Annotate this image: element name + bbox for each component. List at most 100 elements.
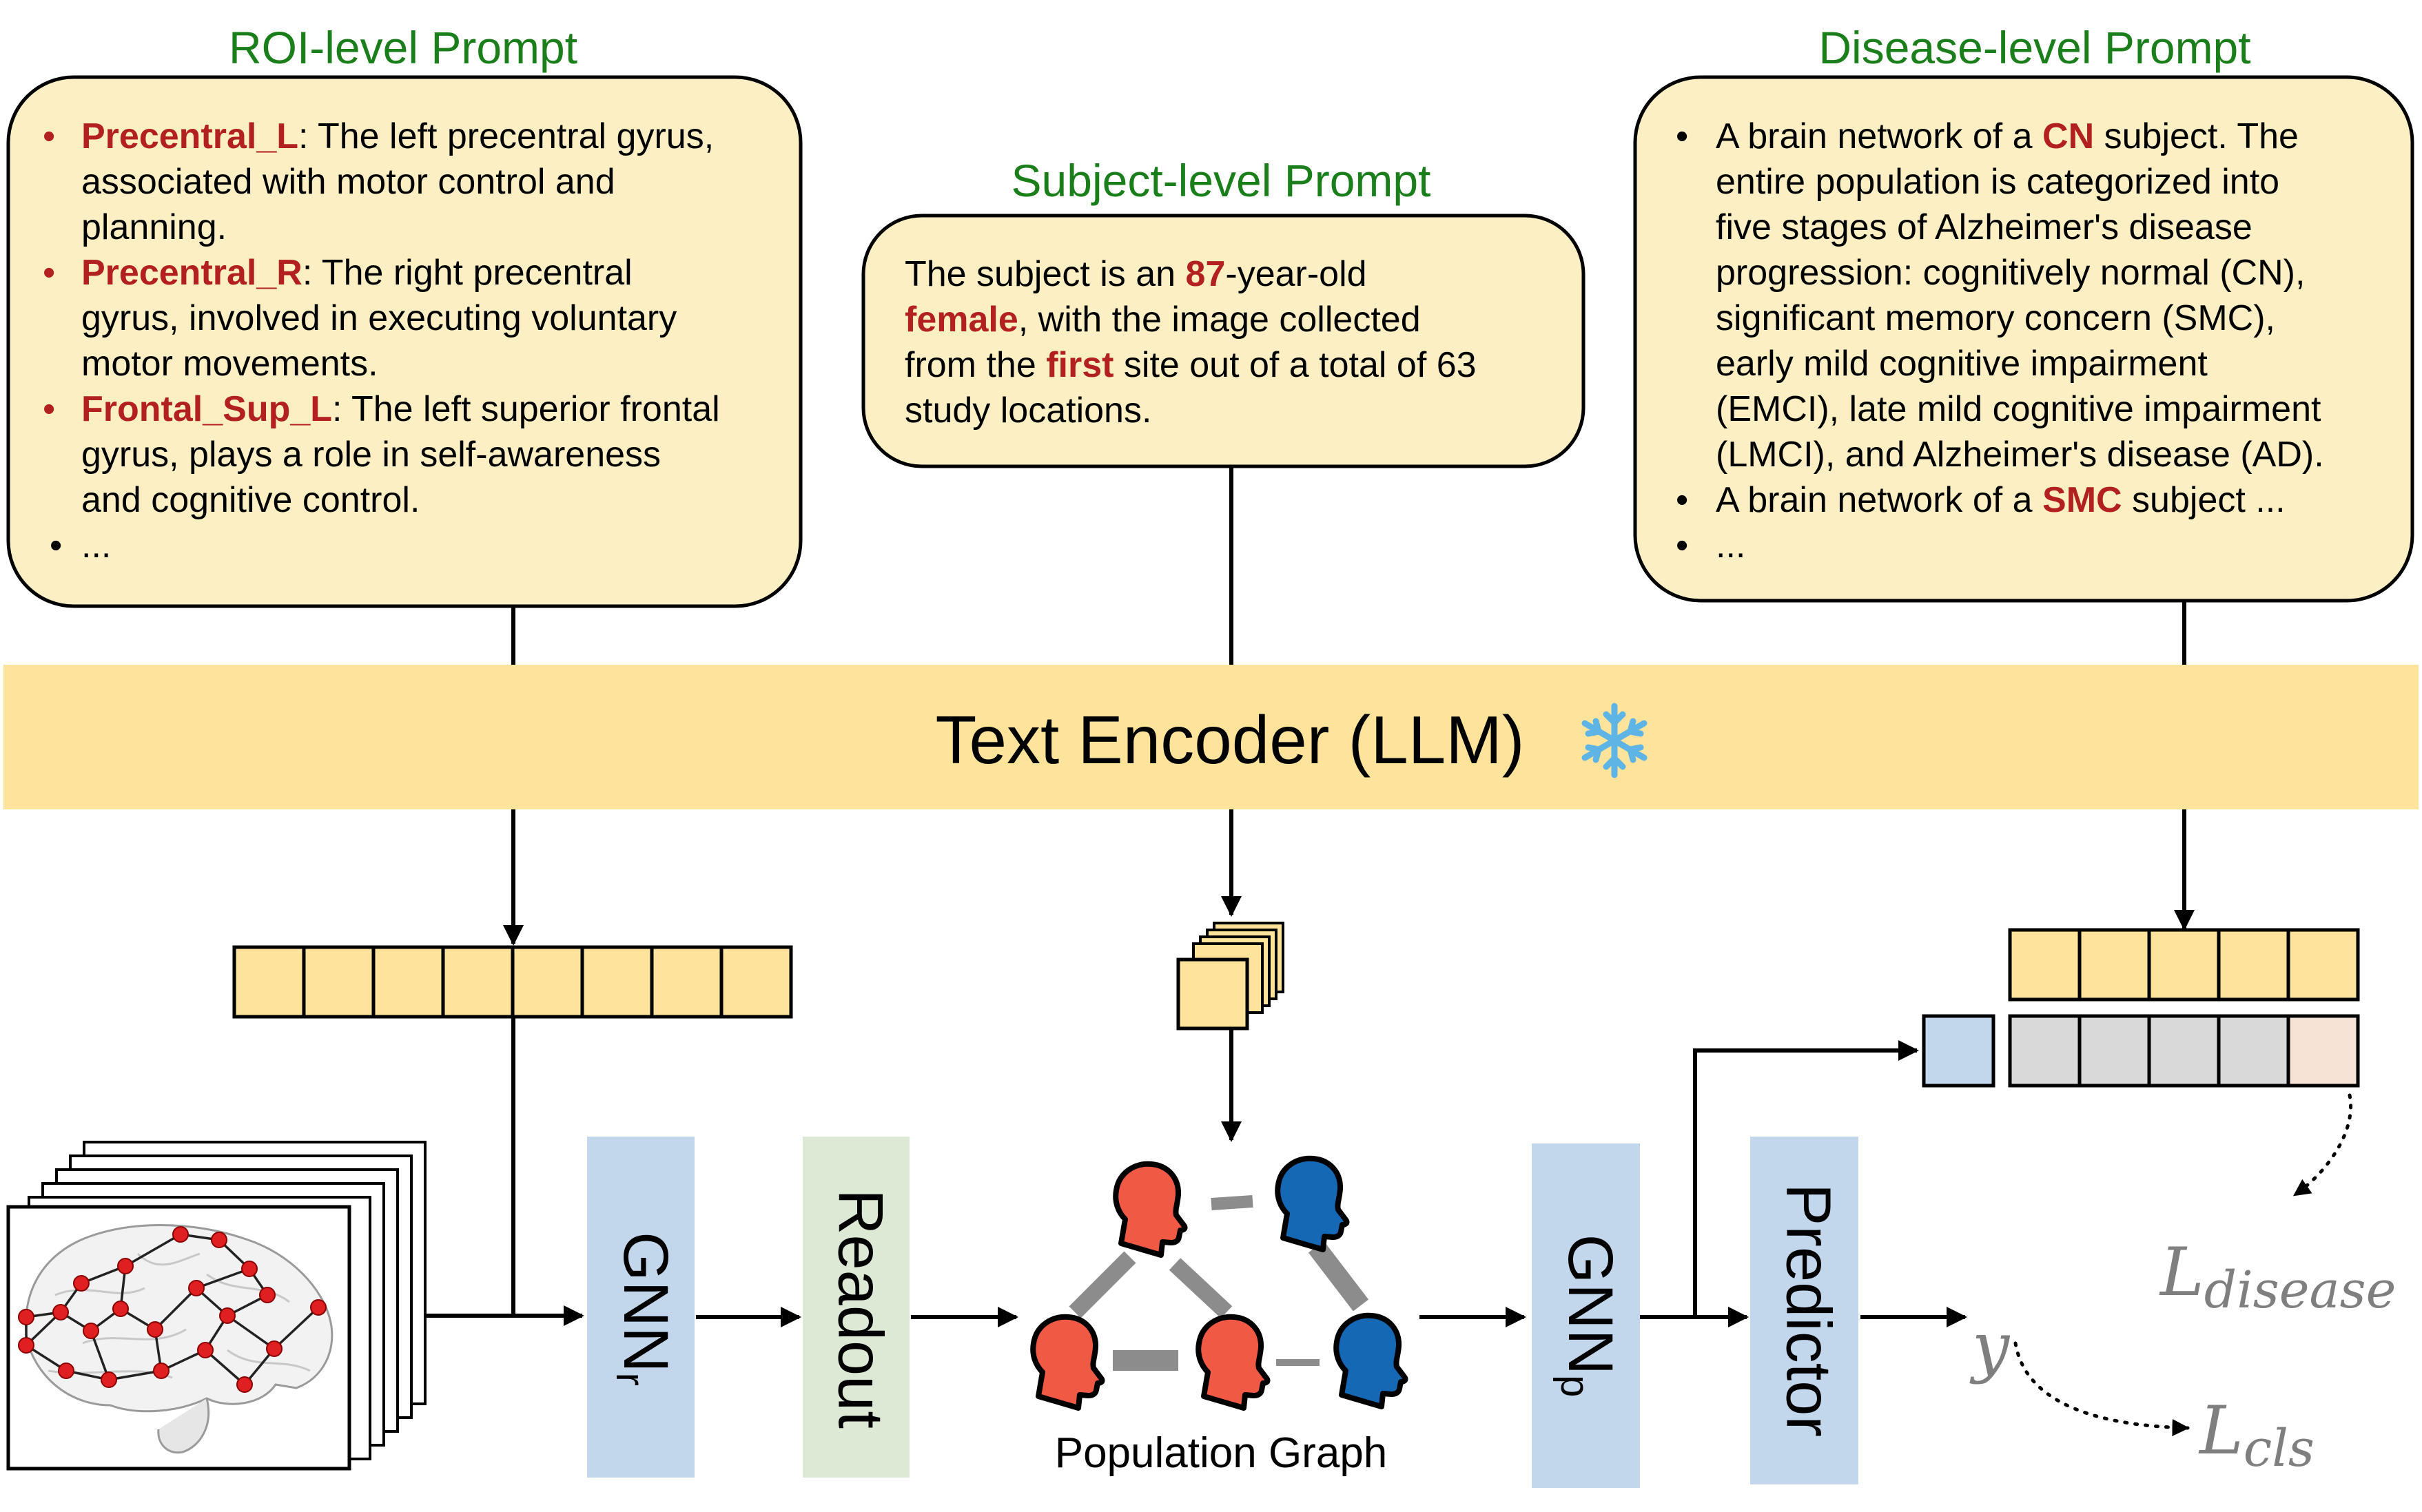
svg-text:Precentral_R: The right precen: Precentral_R: The right precentral bbox=[81, 253, 633, 293]
graph-edge bbox=[1169, 1258, 1233, 1318]
brain-node bbox=[73, 1275, 90, 1292]
person-icon-red bbox=[1198, 1317, 1267, 1408]
svg-text:•: • bbox=[43, 253, 55, 293]
disease-prompt-title: Disease-level Prompt bbox=[1818, 22, 2250, 73]
svg-text:•: • bbox=[1676, 480, 1688, 520]
similarity-cell bbox=[2147, 1014, 2221, 1088]
brain-node bbox=[147, 1321, 163, 1338]
roi-embedding-cell bbox=[511, 945, 584, 1019]
disease-text-embedding-cell bbox=[2077, 928, 2151, 1002]
brain-node bbox=[83, 1323, 99, 1339]
svg-text:study locations.: study locations. bbox=[905, 391, 1151, 431]
svg-text:planning.: planning. bbox=[81, 207, 227, 247]
loss-disease: Ldisease bbox=[2159, 1234, 2396, 1320]
roi-embedding-cell bbox=[650, 945, 723, 1019]
loss-cls: Lcls bbox=[2198, 1392, 2315, 1478]
roi-keyword-2: Precentral_R bbox=[81, 253, 302, 293]
brain-nodes bbox=[18, 1226, 327, 1393]
svg-text:•: • bbox=[43, 116, 55, 156]
brain-image bbox=[18, 1224, 333, 1454]
svg-text:(LMCI), and Alzheimer's diseas: (LMCI), and Alzheimer's disease (AD). bbox=[1716, 435, 2324, 475]
predictor-label: Predictor bbox=[1774, 1183, 1844, 1437]
disease-keyword-smc: SMC bbox=[2042, 480, 2122, 520]
prediction-y: y bbox=[1969, 1308, 2011, 1385]
svg-text:progression: cognitively norma: progression: cognitively normal (CN), bbox=[1716, 253, 2305, 293]
brain-node bbox=[310, 1299, 327, 1316]
brain-node bbox=[153, 1363, 170, 1379]
population-graph-label: Population Graph bbox=[1055, 1429, 1388, 1477]
roi-embedding-cell bbox=[441, 945, 515, 1019]
disease-text-embedding bbox=[2008, 928, 2360, 1002]
svg-text:gyrus, involved in executing v: gyrus, involved in executing voluntary bbox=[81, 298, 677, 338]
svg-text:and cognitive control.: and cognitive control. bbox=[81, 480, 420, 520]
graph-embedding-cell bbox=[1922, 1014, 1995, 1088]
roi-keyword-1: Precentral_L bbox=[81, 116, 298, 156]
roi-prompt-text: • Precentral_L: The left precentral gyru… bbox=[43, 116, 720, 566]
text-encoder-label: Text Encoder (LLM) bbox=[935, 702, 1524, 778]
similarity-cell-target bbox=[2286, 1014, 2360, 1088]
similarity-cell bbox=[2008, 1014, 2082, 1088]
brain-node bbox=[188, 1280, 205, 1296]
gnn-p-label: GNNp bbox=[1552, 1234, 1625, 1398]
svg-text:entire population is categoriz: entire population is categorized into bbox=[1716, 162, 2279, 202]
graph-edge bbox=[1211, 1195, 1253, 1210]
subject-prompt-text: The subject is an 87-year-old female, wi… bbox=[905, 254, 1477, 431]
roi-embedding-cell bbox=[302, 945, 376, 1019]
disease-keyword-cn: CN bbox=[2042, 116, 2094, 156]
subject-prompt-box bbox=[861, 214, 1585, 468]
svg-text:•: • bbox=[43, 389, 55, 429]
graph-edges bbox=[1069, 1195, 1369, 1371]
roi-embedding-cell bbox=[371, 945, 445, 1019]
svg-text:gyrus, plays a role in self-aw: gyrus, plays a role in self-awareness bbox=[81, 435, 661, 475]
svg-text:Frontal_Sup_L: The left superi: Frontal_Sup_L: The left superior frontal bbox=[81, 389, 720, 429]
subject-site: first bbox=[1046, 345, 1113, 385]
gnn-r-label: GNNr bbox=[608, 1232, 681, 1386]
disease-text-embedding-cell bbox=[2147, 928, 2221, 1002]
readout-label: Readout bbox=[825, 1189, 896, 1429]
svg-text:early mild cognitive impairmen: early mild cognitive impairment bbox=[1716, 344, 2208, 384]
brain-node bbox=[18, 1309, 34, 1325]
svg-text:•: • bbox=[50, 526, 62, 566]
disease-prompt-text: • A brain network of a CN subject. The e… bbox=[1676, 116, 2324, 566]
readout-block: Readout bbox=[803, 1137, 910, 1478]
gnn-r-block: GNNr bbox=[587, 1137, 695, 1478]
disease-text-embedding-cell bbox=[2286, 928, 2360, 1002]
svg-text:The subject is an 87-year-old: The subject is an 87-year-old bbox=[905, 254, 1367, 294]
svg-text:A brain network of a SMC subje: A brain network of a SMC subject ... bbox=[1716, 480, 2286, 520]
brain-node bbox=[172, 1226, 189, 1243]
similarity-cell bbox=[2217, 1014, 2290, 1088]
person-icon-blue bbox=[1336, 1316, 1405, 1407]
brain-node bbox=[241, 1261, 258, 1277]
roi-embedding-cell bbox=[232, 945, 306, 1019]
subject-embedding-stack bbox=[1176, 922, 1284, 1031]
brain-node bbox=[58, 1363, 74, 1379]
disease-text-embedding-cell bbox=[2008, 928, 2082, 1002]
roi-prompt-title: ROI-level Prompt bbox=[229, 22, 577, 73]
svg-text:•: • bbox=[1676, 116, 1688, 156]
roi-embedding-vector bbox=[232, 945, 793, 1019]
subject-prompt-title: Subject-level Prompt bbox=[1012, 155, 1431, 206]
svg-text:(EMCI), late mild cognitive im: (EMCI), late mild cognitive impairment bbox=[1716, 389, 2321, 429]
svg-text:motor movements.: motor movements. bbox=[81, 344, 378, 384]
similarity-cell bbox=[2077, 1014, 2151, 1088]
brain-node bbox=[52, 1304, 69, 1321]
svg-text:female, with the image collect: female, with the image collected bbox=[905, 300, 1421, 340]
roi-embedding-cell bbox=[719, 945, 793, 1019]
brain-node bbox=[197, 1342, 214, 1358]
svg-text:...: ... bbox=[81, 526, 111, 566]
graph-edge bbox=[1069, 1251, 1136, 1318]
brain-node bbox=[117, 1258, 134, 1274]
person-icon-blue bbox=[1277, 1159, 1346, 1250]
subject-sex: female bbox=[905, 300, 1018, 340]
population-graph: Population Graph bbox=[1033, 1159, 1405, 1477]
brain-node bbox=[219, 1307, 236, 1324]
gnn-p-block: GNNp bbox=[1532, 1143, 1640, 1488]
person-icon-red bbox=[1116, 1164, 1184, 1255]
snowflake-icon bbox=[1581, 703, 1648, 778]
graph-edge bbox=[1308, 1241, 1369, 1312]
brain-node bbox=[18, 1337, 34, 1354]
roi-embedding-cell bbox=[580, 945, 654, 1019]
predictor-block: Predictor bbox=[1750, 1137, 1858, 1484]
svg-text:...: ... bbox=[1716, 526, 1745, 566]
svg-text:•: • bbox=[1676, 526, 1688, 566]
